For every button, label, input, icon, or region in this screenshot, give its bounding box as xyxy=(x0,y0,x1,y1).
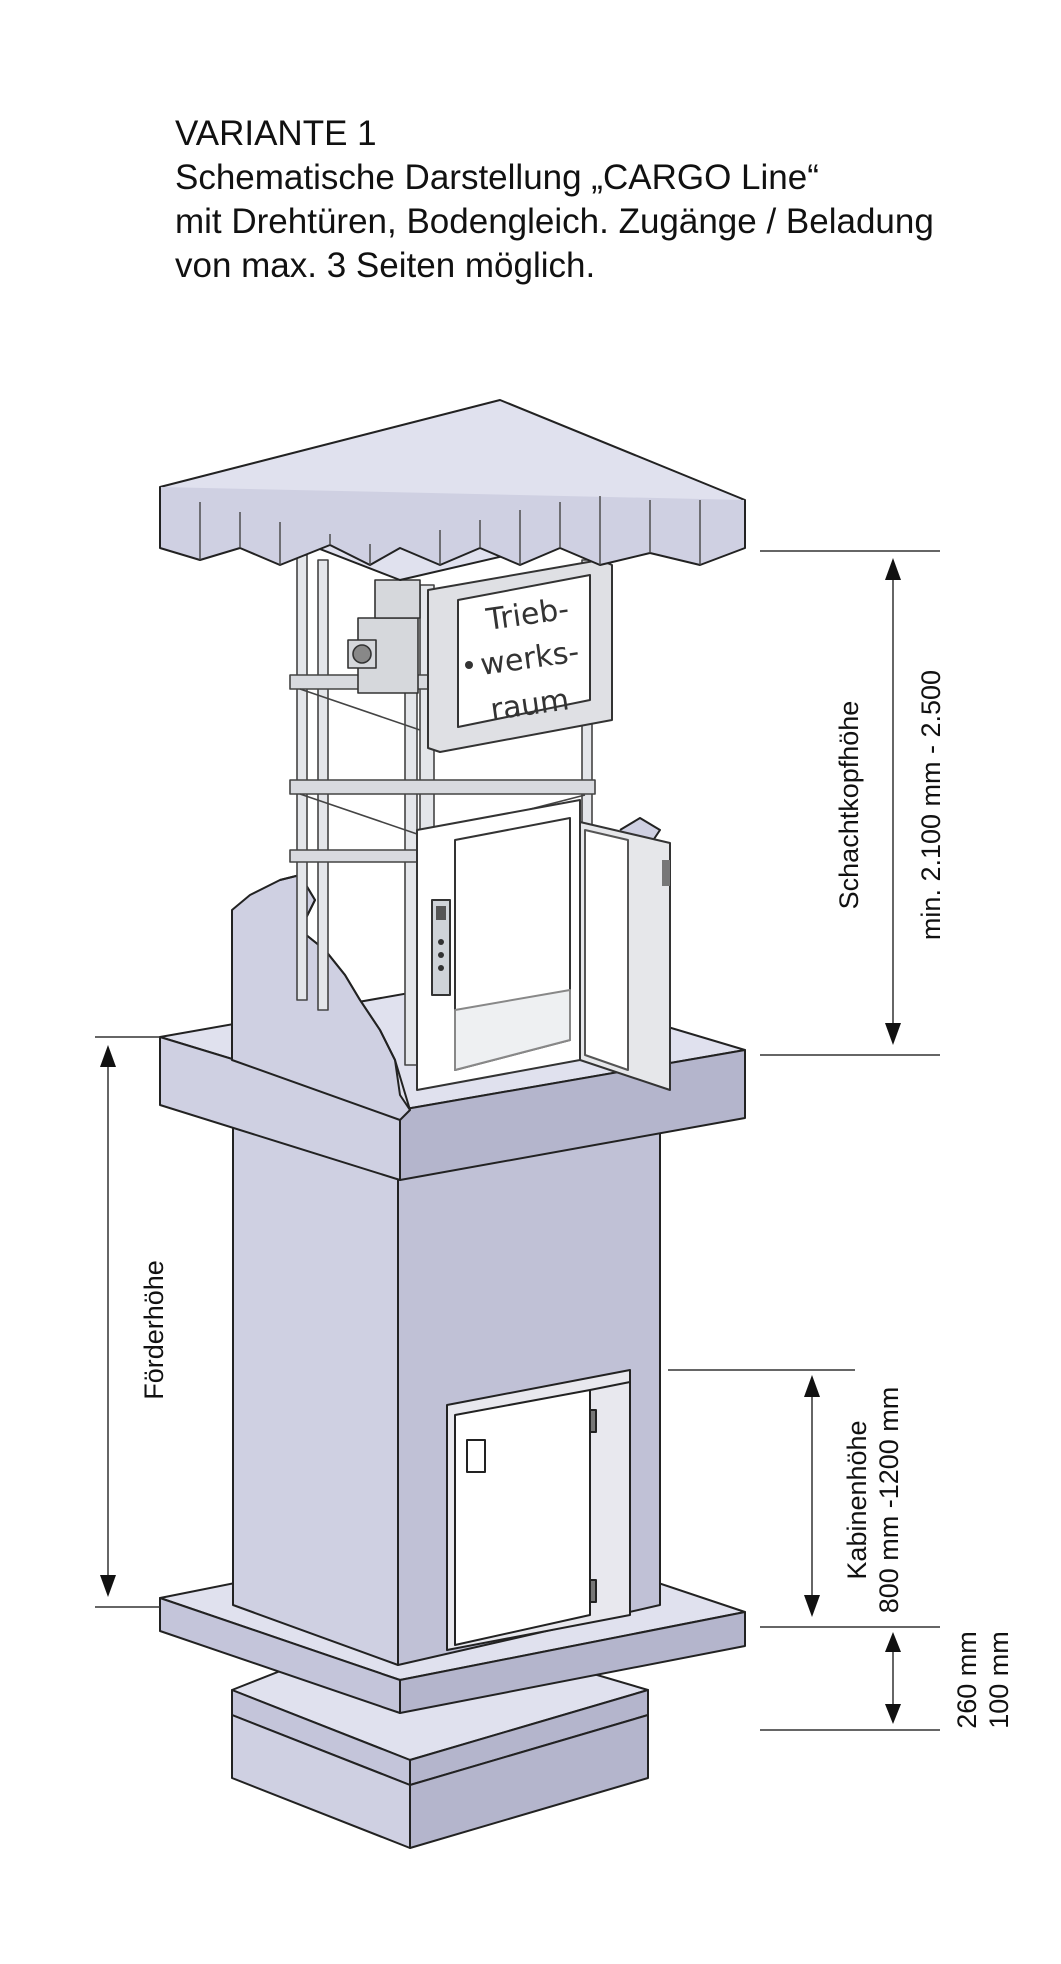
car-cabin xyxy=(416,799,581,1091)
top-slab xyxy=(159,399,746,581)
machine-room-panel xyxy=(427,559,613,753)
caption-line-3: mit Drehtüren, Bodengleich. Zugänge / Be… xyxy=(175,202,934,241)
foerder-label: Förderhöhe xyxy=(139,1260,169,1400)
pit-value-2: 100 mm xyxy=(984,1631,1014,1729)
dimension-lines xyxy=(95,550,940,1731)
kabinen-label: Kabinenhöhe xyxy=(842,1420,872,1579)
caption-line-2: Schematische Darstellung „CARGO Line“ xyxy=(175,158,819,197)
caption-line-1: VARIANTE 1 xyxy=(175,114,377,153)
drive-unit xyxy=(347,579,421,694)
kabinen-value: 800 mm -1200 mm xyxy=(874,1387,904,1614)
lower-shaft-door xyxy=(446,1369,631,1651)
schachtkopf-label: Schachtkopfhöhe xyxy=(834,701,864,910)
schachtkopf-value: min. 2.100 mm - 2.500 xyxy=(916,670,946,940)
caption: VARIANTE 1 Schematische Darstellung „CAR… xyxy=(175,112,934,288)
caption-line-4: von max. 3 Seiten möglich. xyxy=(175,246,596,285)
pit-value-1: 260 mm xyxy=(952,1631,982,1729)
open-car-door xyxy=(579,821,671,1091)
